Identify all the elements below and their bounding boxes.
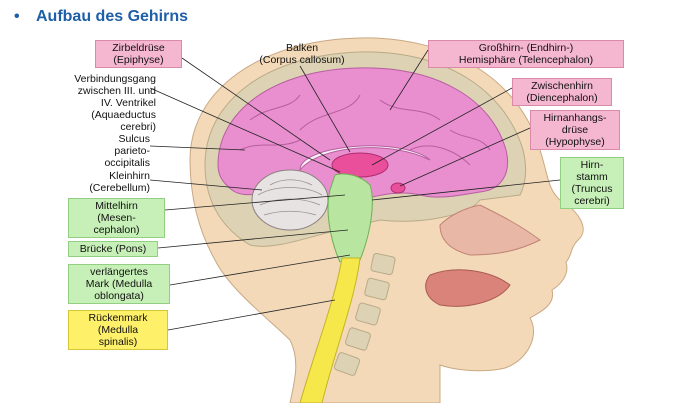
label-verlaengertes-mark: verlängertes Mark (Medulla oblongata) [68, 264, 170, 304]
label-mittelhirn-line2: (Mesen- [97, 212, 136, 224]
label-rueckenmark-line2: (Medulla [97, 324, 139, 336]
label-sulcus-line2: parieto- [114, 145, 150, 157]
label-kleinhirn-line1: Kleinhirn [109, 170, 150, 182]
label-mittelhirn-line1: Mittelhirn [95, 200, 138, 212]
label-hirnstamm-line1: Hirn- [580, 159, 604, 171]
label-hirnanhang-line1: Hirnanhangs- [543, 112, 607, 124]
label-sulcus-line1: Sulcus [118, 133, 150, 145]
label-hirnstamm: Hirn- stamm (Truncus cerebri) [560, 157, 624, 209]
label-kleinhirn: Kleinhirn (Cerebellum) [68, 170, 150, 194]
label-zirbeldruese-line2: (Epiphyse) [113, 54, 164, 66]
label-hirnanhangsdruese: Hirnanhangs- drüse (Hypophyse) [530, 110, 620, 150]
label-rueckenmark-line3: spinalis) [98, 336, 138, 348]
tongue [425, 269, 511, 307]
label-balken-line2: (Corpus callosum) [259, 54, 345, 66]
label-grosshirn: Großhirn- (Endhirn-) Hemisphäre (Telence… [428, 40, 624, 68]
label-mittelhirn-line3: cephalon) [93, 224, 140, 236]
corpus-callosum [299, 145, 431, 172]
label-balken: Balken (Corpus callosum) [232, 42, 372, 66]
brainstem [327, 173, 373, 263]
label-bruecke: Brücke (Pons) [68, 241, 158, 257]
vertebrae [333, 252, 396, 376]
spinal-cord [299, 257, 361, 403]
label-verbindungsgang: Verbindungsgang zwischen III. und IV. Ve… [58, 73, 156, 133]
label-grosshirn-line2: Hemisphäre (Telencephalon) [458, 54, 594, 66]
label-verlaengertes-line1: verlängertes [90, 266, 148, 278]
title-bullet: • [14, 8, 20, 25]
label-verbindungsgang-line5: cerebri) [120, 121, 156, 133]
label-verbindungsgang-line4: (Aquaeductus [91, 109, 156, 121]
label-verlaengertes-line2: Mark (Medulla [85, 278, 153, 290]
label-zwischenhirn: Zwischenhirn (Diencephalon) [512, 78, 612, 106]
label-zwischenhirn-line2: (Diencephalon) [526, 92, 598, 104]
label-hirnstamm-line3: (Truncus [571, 183, 613, 195]
label-mittelhirn: Mittelhirn (Mesen- cephalon) [68, 198, 165, 238]
label-balken-line1: Balken [285, 42, 319, 54]
leader-lines [149, 49, 561, 331]
label-grosshirn-line1: Großhirn- (Endhirn-) [478, 42, 574, 54]
label-hirnstamm-line2: stamm [576, 171, 608, 183]
label-rueckenmark: Rückenmark (Medulla spinalis) [68, 310, 168, 350]
slide-title: • Aufbau des Gehirns [14, 8, 188, 26]
diencephalon [331, 152, 389, 178]
label-sulcus-line3: occipitalis [104, 157, 150, 169]
label-kleinhirn-line2: (Cerebellum) [89, 182, 150, 194]
label-verlaengertes-line3: oblongata) [94, 290, 144, 302]
label-hirnanhang-line3: (Hypophyse) [545, 136, 605, 148]
label-rueckenmark-line1: Rückenmark [88, 312, 148, 324]
label-verbindungsgang-line3: IV. Ventrikel [100, 97, 156, 109]
label-zirbeldruese-line1: Zirbeldrüse [112, 42, 165, 54]
label-hirnstamm-line4: cerebri) [574, 195, 610, 207]
label-zwischenhirn-line1: Zwischenhirn [531, 80, 593, 92]
label-sulcus: Sulcus parieto- occipitalis [80, 133, 150, 169]
label-verbindungsgang-line1: Verbindungsgang [74, 73, 156, 85]
cerebellum-folia [257, 179, 323, 216]
cerebellum [251, 169, 329, 231]
label-zirbeldruese: Zirbeldrüse (Epiphyse) [95, 40, 182, 68]
title-text: Aufbau des Gehirns [36, 8, 189, 25]
label-hirnanhang-line2: drüse [561, 124, 589, 136]
label-bruecke-line1: Brücke (Pons) [79, 243, 147, 255]
nasal-oral-region [439, 204, 541, 256]
label-verbindungsgang-line2: zwischen III. und [77, 85, 156, 97]
